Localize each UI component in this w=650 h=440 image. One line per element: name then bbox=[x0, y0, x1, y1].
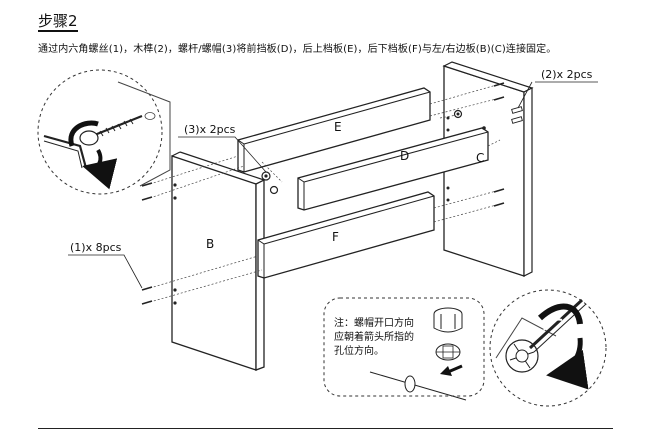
title-underline bbox=[38, 30, 78, 32]
nut-detail-circle bbox=[489, 289, 607, 407]
bolt-nut-icon bbox=[261, 109, 463, 195]
alignment-lines bbox=[149, 83, 501, 303]
note-line-2: 应朝着箭头所指的 bbox=[334, 330, 414, 343]
instruction-text: 通过内六角螺丝(1)，木榫(2)，螺杆/螺帽(3)将前挡板(D)，后上档板(E)… bbox=[38, 44, 557, 55]
note-line-1: 注：螺帽开口方向 bbox=[334, 316, 414, 329]
screw-detail-circle bbox=[37, 69, 171, 195]
step-title: 步骤2 bbox=[38, 12, 78, 30]
panel-d-label: D bbox=[400, 149, 409, 163]
panel-e bbox=[237, 87, 431, 173]
panel-c bbox=[442, 61, 534, 277]
arrow-icon bbox=[440, 364, 463, 376]
callout-leaders bbox=[68, 81, 598, 289]
panel-b-label: B bbox=[206, 237, 214, 251]
bottom-rule bbox=[38, 428, 613, 429]
callout-bolts: (3)x 2pcs bbox=[184, 123, 236, 136]
note-box bbox=[323, 297, 485, 401]
panel-f bbox=[257, 191, 435, 279]
panel-d bbox=[297, 126, 489, 211]
screw-icon bbox=[79, 114, 143, 146]
panel-c-label: C bbox=[476, 151, 484, 165]
callout-dowels: (2)x 2pcs bbox=[541, 68, 593, 81]
panel-f-label: F bbox=[332, 230, 339, 244]
dowel-icon bbox=[511, 106, 523, 124]
panel-b bbox=[171, 151, 265, 371]
note-line-3: 孔位方向。 bbox=[334, 344, 384, 357]
panel-e-label: E bbox=[334, 120, 342, 134]
callout-screws: (1)x 8pcs bbox=[70, 241, 122, 254]
screw-set bbox=[141, 82, 505, 305]
allen-key-icon bbox=[43, 134, 88, 169]
